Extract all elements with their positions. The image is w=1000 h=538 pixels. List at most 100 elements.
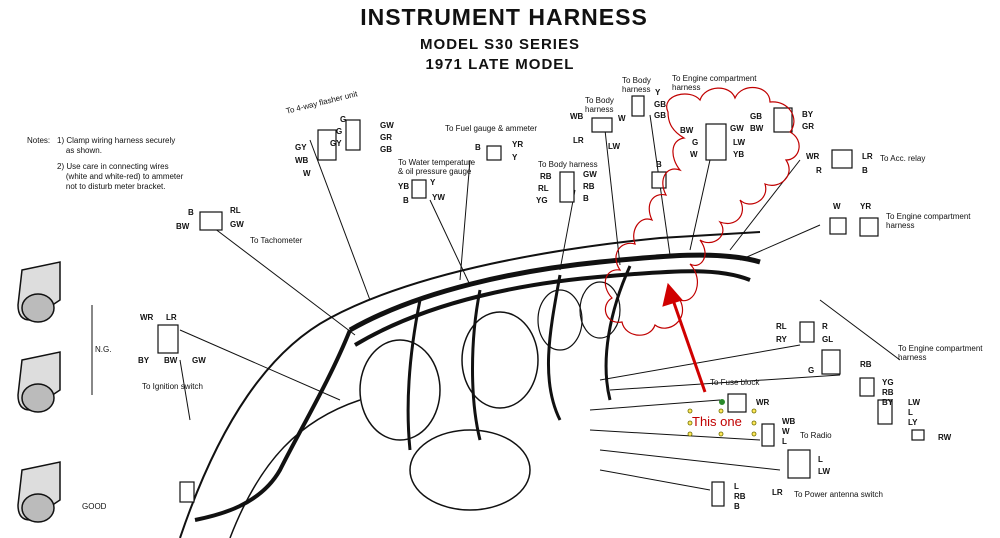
engine-compartment-top-label: To Engine compartment harness [672,74,757,92]
wire-label: B [583,194,589,203]
wire-label: GW [230,220,244,229]
wire-label: LY [908,418,918,427]
wire-label: LW [908,398,920,407]
wire-label: LR [166,313,177,322]
wire-label: YW [432,193,445,202]
wire-label: L [734,482,739,491]
harness-drop-mid1 [406,299,422,451]
clamp-good-label: GOOD [82,502,107,511]
wire-label: YG [536,196,548,205]
wire-label: GW [583,170,597,179]
wire-label: G [336,127,343,136]
wire-label: L [818,455,823,464]
wire-label: YB [398,182,410,191]
wire-label: YB [733,150,745,159]
wire-label: RL [230,206,241,215]
gauge-speedo [461,311,539,409]
gauge-small-2 [579,281,621,339]
wire-label: GY [295,143,307,152]
wire-label: BY [802,110,814,119]
note-1: 1) Clamp wiring harness securely as show… [57,136,176,155]
wire-label: Y [655,88,661,97]
wire-label: RY [776,335,787,344]
wire-label: YR [860,202,872,211]
wire-label: WR [806,152,820,161]
gauge-small-1 [537,289,583,351]
diagram-title: INSTRUMENT HARNESS [360,4,648,30]
wire-label: Y [512,153,518,162]
wire-label: LR [772,488,783,497]
wire-label: GR [380,133,392,142]
wire-label: GB [750,112,762,121]
main-harness-trunk [348,252,761,333]
wire-label: GL [822,335,834,344]
fuse-block-label: To Fuse block [710,378,760,387]
wire-label: BW [176,222,190,231]
wire-label: LW [733,138,745,147]
wire-label: B [734,502,740,511]
harness-drop-mid2 [471,289,482,441]
tachometer-label: To Tachometer [250,236,303,245]
wire-label: W [782,427,790,436]
wire-label: L [782,437,787,446]
steering-hub [409,429,531,511]
wire-label: YR [512,140,524,149]
wire-label: YG [882,378,894,387]
dashboard-lower-edge [229,399,361,538]
engine-compartment-lower-label: To Engine compartment harness [898,344,983,362]
wire-label: G [808,366,815,375]
wire-label: RW [938,433,952,442]
dashboard-outline [179,231,761,538]
red-highlight-cloud [604,87,800,336]
wire-label: BW [750,124,764,133]
wire-label: GW [192,356,206,365]
clamp-ng-label: N.G. [95,345,112,354]
wire-label: WB [295,156,309,165]
wire-label: R [816,166,822,175]
body-harness-left-label: To Body harness [585,96,614,114]
wire-label: RL [538,184,549,193]
radio-label: To Radio [800,431,832,440]
harness-drop-mid3 [547,274,562,421]
wire-label: LW [608,142,620,151]
wire-label: B [403,196,409,205]
wire-label: GW [730,124,744,133]
wire-label: LR [573,136,584,145]
water-temp-label: To Water temperature & oil pressure gaug… [398,158,476,176]
diagram-model-year: 1971 LATE MODEL [425,56,575,73]
wire-label: BY [882,398,894,407]
wire-label: W [303,169,311,178]
wire-label: BW [164,356,178,365]
annotation-this-one: This one [692,414,742,429]
wire-label: RB [583,182,595,191]
red-arrow-head [662,282,683,307]
power-antenna-label: To Power antenna switch [794,490,883,499]
gauge-tach [359,339,441,441]
wire-label: G [340,115,347,124]
note-2: 2) Use care in connecting wires (white a… [57,162,184,191]
wire-label: GW [380,121,394,130]
wire-label: B [475,143,481,152]
wire-label: GB [380,145,392,154]
harness-drop-right [604,265,632,401]
notes-heading: Notes: [27,136,51,145]
wire-label: W [833,202,841,211]
wire-label: WR [756,398,770,407]
acc-relay-label: To Acc. relay [880,154,926,163]
wire-label: G [692,138,699,147]
wire-label: RB [860,360,872,369]
wire-label: B [862,166,868,175]
wire-label: RB [882,388,894,397]
wire-label: R [822,322,828,331]
wire-label: WB [570,112,584,121]
wire-label: GB [654,100,666,109]
body-harness-label: To Body harness [538,160,598,169]
fuel-gauge-label: To Fuel gauge & ammeter [445,124,538,133]
harness-drop-left [194,329,352,522]
wire-label: W [690,150,698,159]
red-arrow-shaft [671,299,707,393]
wire-label: LR [862,152,873,161]
ignition-switch-label: To Ignition switch [142,382,203,391]
